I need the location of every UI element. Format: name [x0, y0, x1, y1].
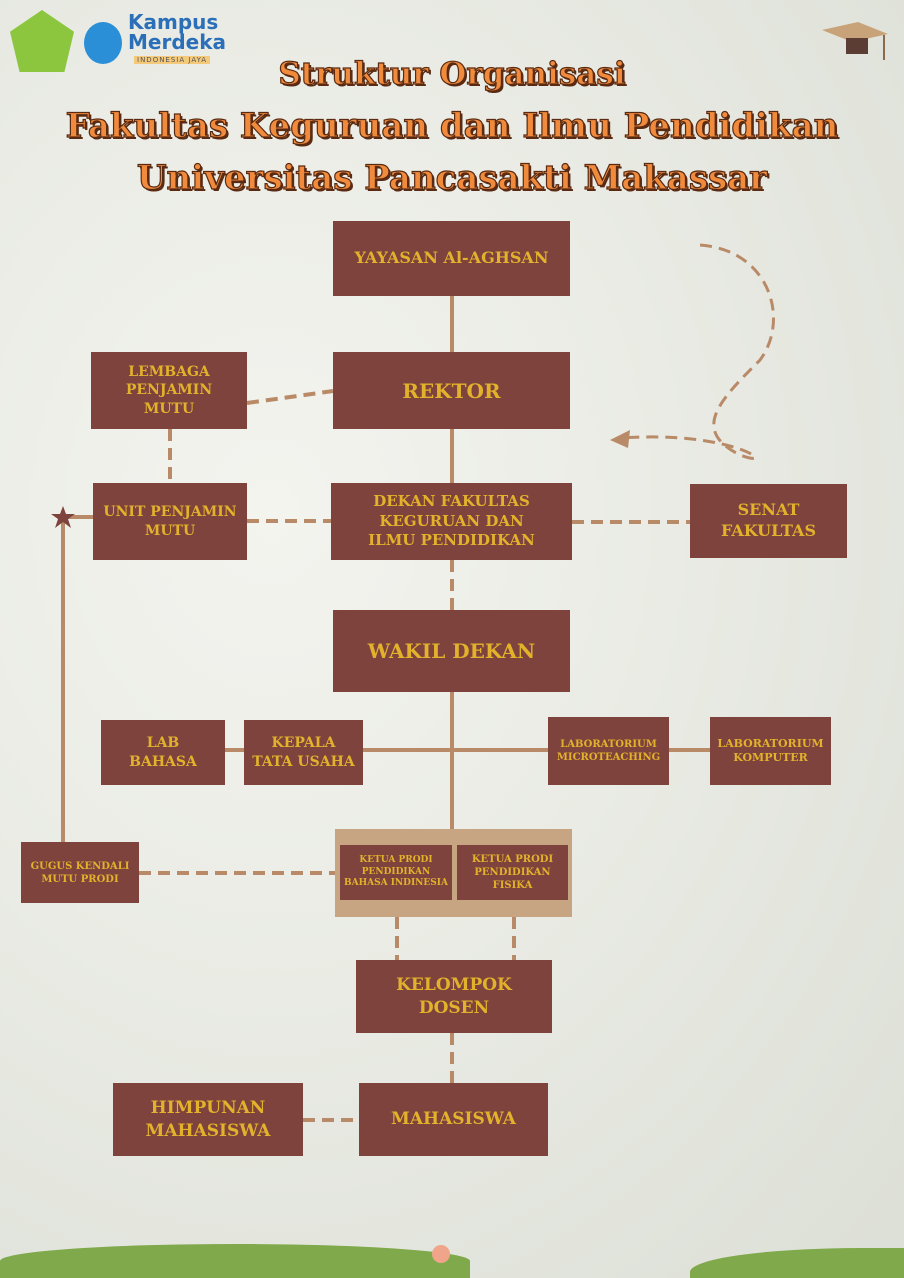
node-prodi-fisika: KETUA PRODI PENDIDIKAN FISIKA	[457, 845, 568, 900]
title-line-2: Fakultas Keguruan dan Ilmu Pendidikan	[65, 105, 839, 146]
node-lab-komputer: LABORATORIUM KOMPUTER	[710, 717, 831, 785]
kampus-merdeka-logo-icon	[84, 22, 122, 64]
node-rektor: REKTOR	[333, 352, 570, 429]
node-lab-microteaching: LABORATORIUM MICROTEACHING	[548, 717, 669, 785]
node-dekan: DEKAN FAKULTAS KEGURUAN DAN ILMU PENDIDI…	[331, 483, 572, 560]
node-lab-bahasa: LAB BAHASA	[101, 720, 225, 785]
node-kelompok-dosen: KELOMPOK DOSEN	[356, 960, 552, 1033]
node-wakil-dekan: WAKIL DEKAN	[333, 610, 570, 692]
node-gugus-kendali-mutu: GUGUS KENDALI MUTU PRODI	[21, 842, 139, 903]
node-lembaga-penjamin-mutu: LEMBAGA PENJAMIN MUTU	[91, 352, 247, 429]
kampus-merdeka-logo-text: Kampus Merdeka	[128, 10, 227, 54]
node-prodi-bahasa-indonesia: KETUA PRODI PENDIDIKAN BAHASA INDINESIA	[340, 845, 452, 900]
kampus-merdeka-subtext: INDONESIA JAYA	[134, 56, 211, 64]
node-senat-fakultas: SENAT FAKULTAS	[690, 484, 847, 558]
graduation-cap-icon	[818, 22, 890, 62]
node-mahasiswa: MAHASISWA	[359, 1083, 548, 1156]
title-line-3: Universitas Pancasakti Makassar	[136, 157, 768, 198]
node-unit-penjamin-mutu: UNIT PENJAMIN MUTU	[93, 483, 247, 560]
arrowhead-icon	[610, 430, 630, 448]
node-kepala-tata-usaha: KEPALA TATA USAHA	[244, 720, 363, 785]
node-yayasan: YAYASAN Al-AGHSAN	[333, 221, 570, 296]
grass-decoration-left	[0, 1244, 470, 1278]
flower-decoration-icon	[432, 1245, 450, 1263]
star-icon	[51, 506, 75, 528]
node-himpunan-mahasiswa: HIMPUNAN MAHASISWA	[113, 1083, 303, 1156]
title-line-1: Struktur Organisasi	[278, 55, 626, 92]
